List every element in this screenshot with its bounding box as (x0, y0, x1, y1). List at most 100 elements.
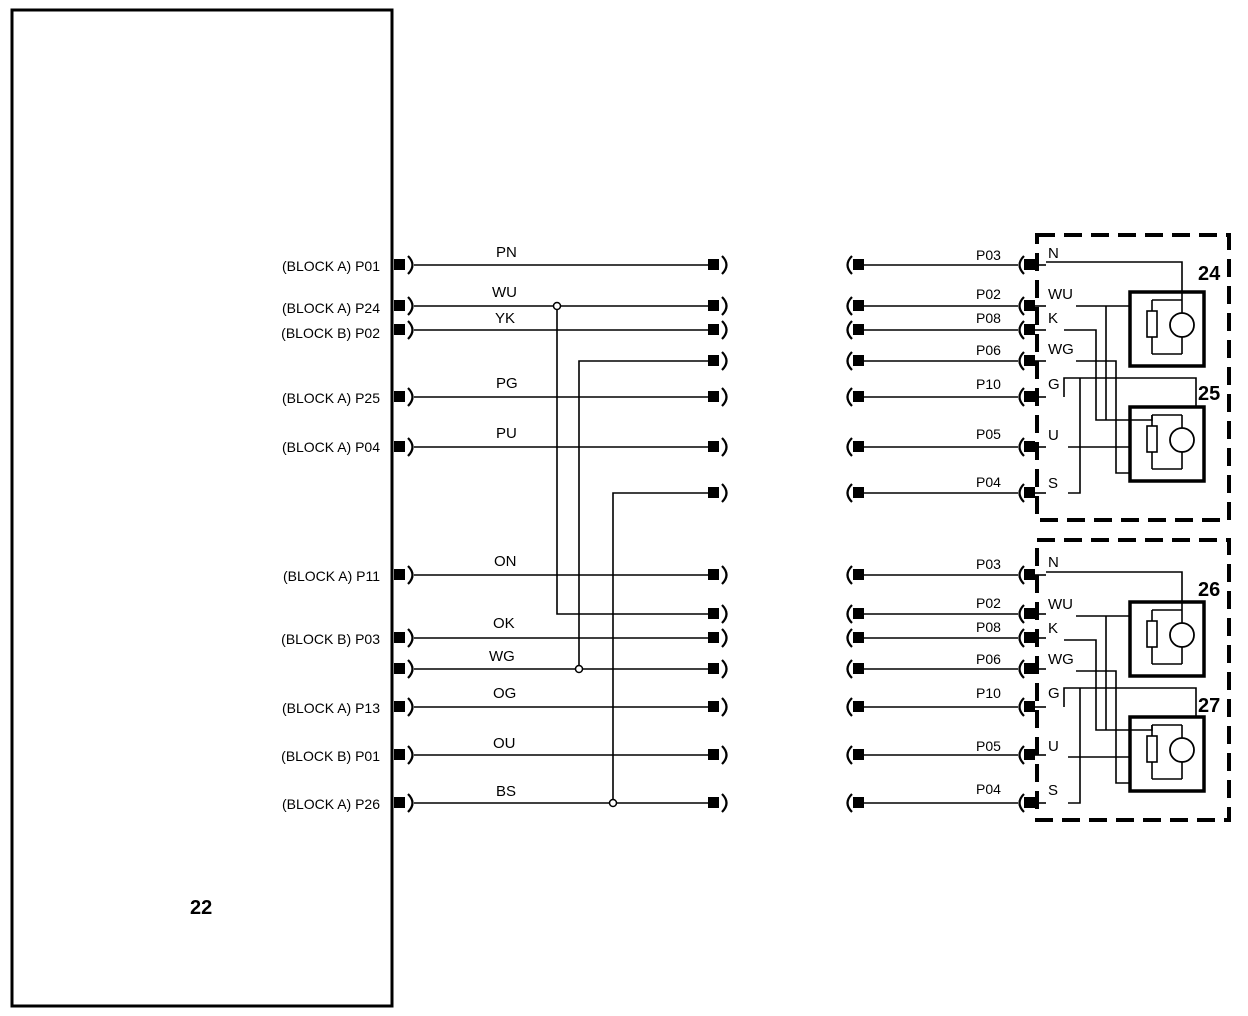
connector-pin-label: P10 (976, 376, 1001, 392)
terminal-label: WU (1048, 286, 1073, 303)
motor-symbol (1169, 312, 1195, 338)
connector-pin (853, 487, 864, 498)
terminal-label: K (1048, 620, 1058, 637)
connector-housing (721, 697, 728, 717)
connector-pin (853, 663, 864, 674)
connector-pin (1024, 632, 1035, 643)
connector-housing (721, 320, 728, 340)
connector-housing (407, 296, 414, 316)
connector-pin (853, 608, 864, 619)
terminal-label: U (1048, 427, 1059, 444)
connector-pin (853, 632, 864, 643)
motor-symbol (1169, 427, 1195, 453)
wire-code: OG (493, 685, 516, 702)
connector-housing (1018, 387, 1025, 407)
wire-code: OU (493, 735, 516, 752)
resistor-symbol (1146, 425, 1158, 453)
terminal-label: WG (1048, 341, 1074, 358)
ecu-pin-label: (BLOCK B) P01 (281, 748, 380, 764)
terminal-label: WG (1048, 651, 1074, 668)
connector-pin (708, 663, 719, 674)
actuator-housing (1128, 290, 1206, 368)
connector-housing (846, 628, 853, 648)
connector-pin (394, 663, 405, 674)
connector-housing (846, 296, 853, 316)
connector-housing (1018, 320, 1025, 340)
connector-pin-label: P05 (976, 426, 1001, 442)
wire-code: BS (496, 783, 516, 800)
connector-pin (853, 355, 864, 366)
ecu-pin-label: (BLOCK A) P26 (282, 796, 380, 812)
connector-pin (1024, 569, 1035, 580)
connector-housing (846, 351, 853, 371)
ecu-pin-label: (BLOCK A) P04 (282, 439, 380, 455)
connector-pin (394, 701, 405, 712)
connector-housing (407, 437, 414, 457)
connector-pin (394, 324, 405, 335)
connector-housing (1018, 697, 1025, 717)
connector-pin (394, 391, 405, 402)
component-number: 27 (1198, 695, 1220, 717)
connector-housing (721, 296, 728, 316)
wire-code: OK (493, 615, 515, 632)
connector-pin (708, 701, 719, 712)
connector-housing (407, 659, 414, 679)
connector-pin-label: P05 (976, 738, 1001, 754)
wire-code: PN (496, 244, 517, 261)
wire (1076, 670, 1130, 784)
connector-housing (1018, 255, 1025, 275)
connector-pin (394, 441, 405, 452)
connector-housing (721, 387, 728, 407)
connector-pin (708, 259, 719, 270)
terminal-label: N (1048, 554, 1059, 571)
connector-pin (394, 632, 405, 643)
terminal-label: S (1048, 782, 1058, 799)
connector-pin (708, 569, 719, 580)
connector-pin (708, 391, 719, 402)
motor-symbol (1169, 622, 1195, 648)
wire-code: YK (495, 310, 515, 327)
connector-housing (846, 745, 853, 765)
connector-housing (721, 745, 728, 765)
connector-housing (846, 437, 853, 457)
connector-pin (708, 355, 719, 366)
motor-symbol (1169, 737, 1195, 763)
connector-housing (846, 793, 853, 813)
actuator-group-1-frame (1035, 233, 1231, 522)
connector-pin (853, 749, 864, 760)
connector-pin (1024, 324, 1035, 335)
connector-housing (407, 565, 414, 585)
connector-housing (1018, 483, 1025, 503)
connector-housing (407, 628, 414, 648)
connector-housing (721, 793, 728, 813)
connector-housing (407, 255, 414, 275)
connector-housing (846, 320, 853, 340)
connector-housing (721, 604, 728, 624)
connector-housing (846, 255, 853, 275)
connector-pin-label: P08 (976, 310, 1001, 326)
connector-housing (407, 387, 414, 407)
connector-pin-label: P04 (976, 781, 1001, 797)
connector-pin (708, 797, 719, 808)
connector-housing (407, 320, 414, 340)
terminal-label: G (1048, 685, 1060, 702)
junction-dot (608, 798, 618, 808)
component-number: 24 (1198, 263, 1221, 285)
connector-housing (846, 659, 853, 679)
connector-pin-label: P08 (976, 619, 1001, 635)
connector-pin (1024, 749, 1035, 760)
resistor-symbol (1146, 735, 1158, 763)
connector-pin (708, 749, 719, 760)
connector-pin (708, 632, 719, 643)
actuator-group-2-frame (1035, 538, 1231, 822)
connector-pin (708, 300, 719, 311)
connector-housing (721, 628, 728, 648)
connector-housing (721, 351, 728, 371)
wire (1068, 688, 1081, 804)
connector-pin-label: P02 (976, 595, 1001, 611)
wire (1068, 378, 1081, 494)
connector-pin (708, 324, 719, 335)
connector-housing (846, 697, 853, 717)
connector-pin (853, 391, 864, 402)
